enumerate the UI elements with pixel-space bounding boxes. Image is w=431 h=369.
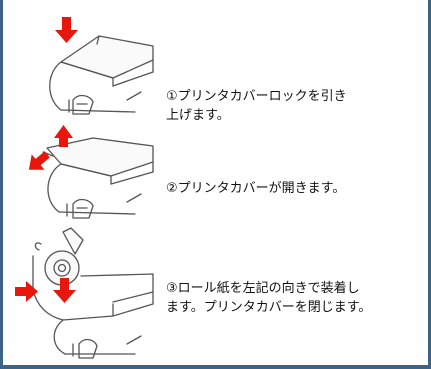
step-3-caption: ③ロール紙を左記の向きで装着し ます。プリンタカバーを閉じます。 bbox=[166, 281, 372, 315]
up-left-arrow-icon bbox=[28, 151, 50, 170]
step-1-caption: ①プリンタカバーロックを引き 上げます。 bbox=[166, 89, 347, 123]
down-arrow-icon bbox=[55, 17, 78, 43]
printer-illustration-step-3 bbox=[15, 227, 154, 359]
printer-illustration-step-2 bbox=[28, 125, 154, 219]
down-arrow-icon bbox=[53, 278, 76, 303]
right-arrow-icon bbox=[15, 281, 38, 302]
step-3: ③ロール紙を左記の向きで装着し ます。プリンタカバーを閉じます。 bbox=[3, 220, 428, 365]
step-2-caption: ②プリンタカバーが開きます。 bbox=[166, 181, 346, 196]
up-arrow-icon bbox=[54, 125, 73, 147]
printer-illustration-step-1 bbox=[49, 17, 154, 115]
step-2: ②プリンタカバーが開きます。 bbox=[3, 120, 428, 220]
step-1: ①プリンタカバーロックを引き 上げます。 bbox=[3, 0, 428, 123]
